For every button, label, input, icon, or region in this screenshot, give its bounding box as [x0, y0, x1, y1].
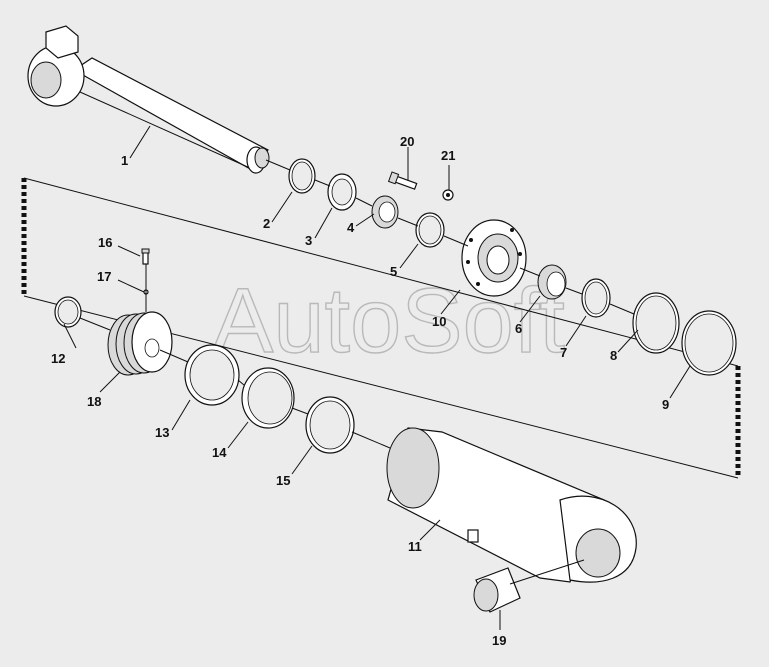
- ring-8: [632, 292, 680, 354]
- callout-14: 14: [212, 445, 227, 460]
- washer-21: [442, 189, 454, 201]
- callout-12: 12: [51, 351, 65, 366]
- bushing-6: [537, 264, 567, 300]
- callout-4: 4: [347, 220, 355, 235]
- cylinder-barrel-11: [386, 427, 637, 583]
- assembly-axis-lines: [79, 159, 635, 585]
- seal-15: [305, 396, 355, 454]
- callout-17: 17: [97, 269, 111, 284]
- piston-rod: [27, 25, 270, 174]
- piston-18: [107, 311, 173, 376]
- callouts: 1 2 3 4 5 6 7 8 9 10 11 12 13 14 15 16 1…: [51, 134, 669, 648]
- callout-8: 8: [610, 348, 617, 363]
- callout-1: 1: [121, 153, 128, 168]
- callout-18: 18: [87, 394, 101, 409]
- ring-3: [327, 173, 357, 211]
- callout-15: 15: [276, 473, 290, 488]
- callout-13: 13: [155, 425, 169, 440]
- set-screw-16: [141, 248, 150, 265]
- gland-head-10: [461, 219, 527, 297]
- callout-9: 9: [662, 397, 669, 412]
- callout-19: 19: [492, 633, 506, 648]
- callout-6: 6: [515, 321, 522, 336]
- callout-3: 3: [305, 233, 312, 248]
- callout-11: 11: [408, 539, 422, 554]
- ring-12: [54, 296, 82, 328]
- bolt-20: [387, 171, 418, 190]
- wiper-4: [371, 195, 399, 229]
- wear-ring-14: [241, 367, 295, 429]
- ring-5: [415, 212, 445, 248]
- callout-21: 21: [441, 148, 455, 163]
- callout-10: 10: [432, 314, 446, 329]
- ring-9: [681, 310, 737, 376]
- callout-2: 2: [263, 216, 270, 231]
- callout-16: 16: [98, 235, 112, 250]
- bushing-19: [473, 567, 521, 613]
- leader-lines: [63, 125, 691, 630]
- ring-2: [288, 158, 316, 194]
- seal-13: [184, 344, 240, 406]
- ring-7: [581, 278, 611, 318]
- callout-20: 20: [400, 134, 414, 149]
- callout-5: 5: [390, 264, 397, 279]
- callout-7: 7: [560, 345, 567, 360]
